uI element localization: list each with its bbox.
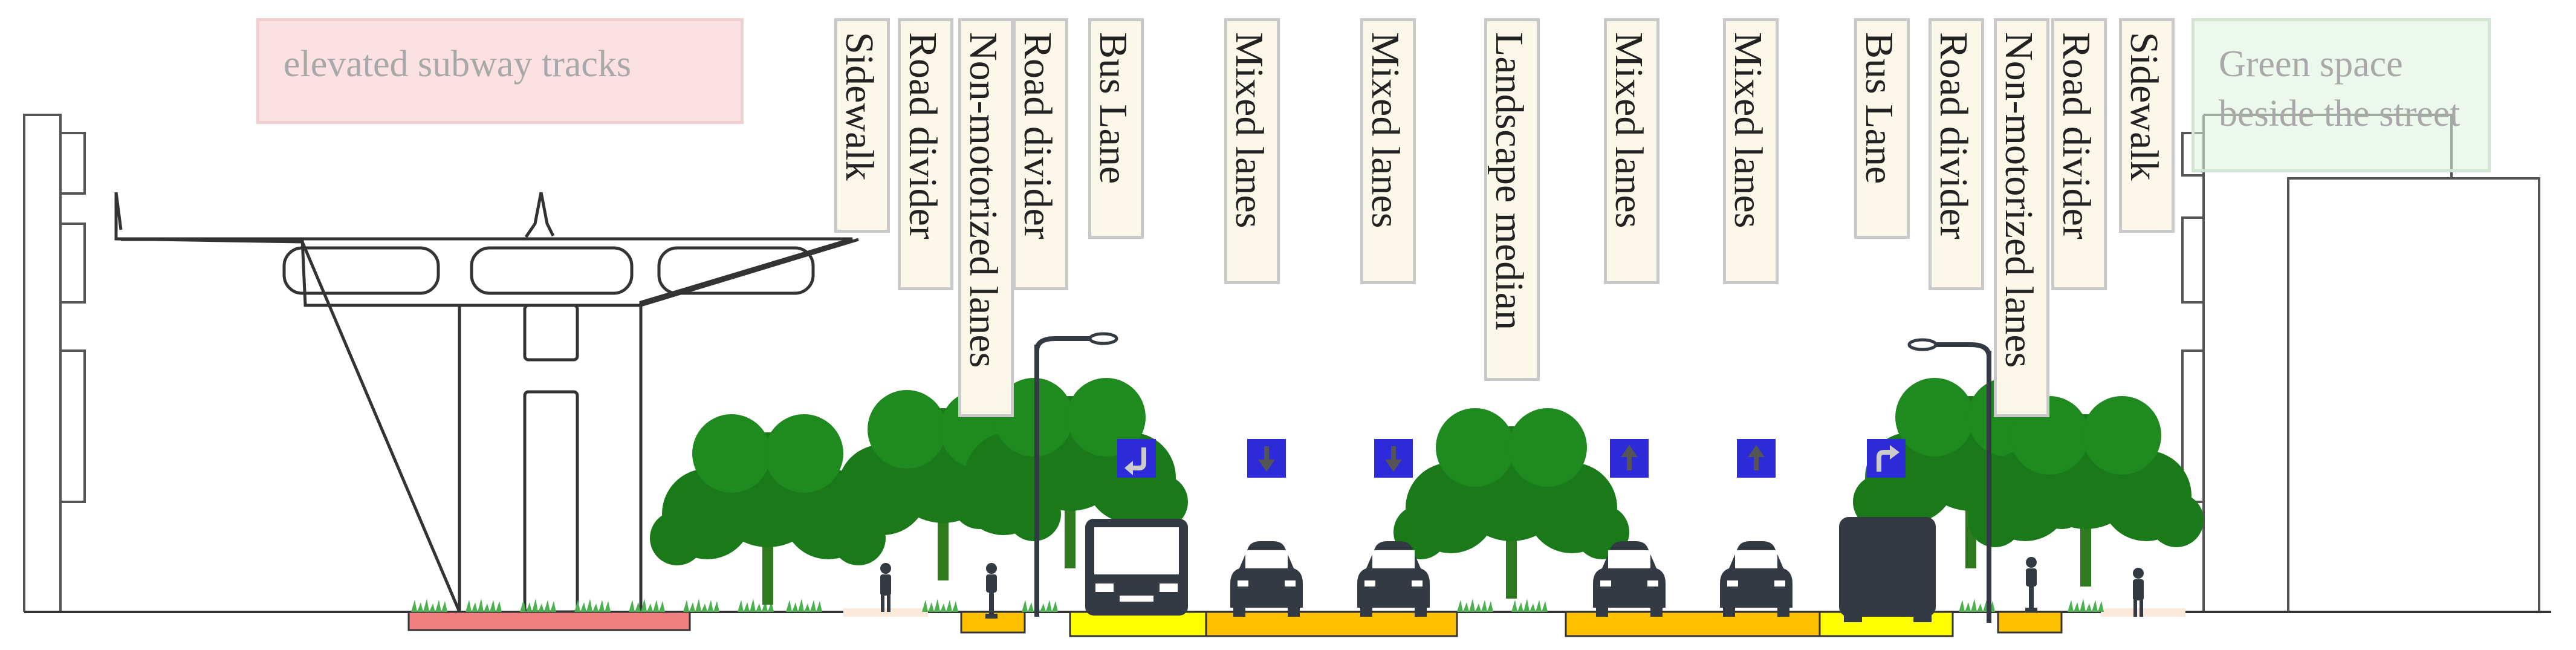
lane-label-road-divider-left-1: Road divider	[898, 18, 953, 290]
lane-label-road-divider-right-2: Road divider	[2051, 18, 2107, 290]
turn-right-icon	[1867, 439, 1906, 478]
left-building	[23, 114, 86, 612]
green-space-note: Green space beside the street	[2192, 18, 2491, 172]
pedestrian-icon	[880, 563, 891, 612]
turn-left-icon	[1117, 439, 1156, 478]
right-building	[2181, 114, 2540, 612]
car	[1230, 541, 1303, 617]
lane-label-road-divider-right-1: Road divider	[1929, 18, 1984, 290]
vehicles	[1085, 517, 1936, 622]
lane-label-mixed-lane-1: Mixed lanes	[1224, 18, 1280, 284]
lane-label-mixed-lane-4: Mixed lanes	[1723, 18, 1779, 284]
lane-label-bus-lane-right: Bus Lane	[1854, 18, 1910, 239]
lane-label-mixed-lane-3: Mixed lanes	[1604, 18, 1659, 284]
lane-label-non-motorized-right: Non-motorized lanes	[1994, 18, 2049, 417]
bus-right	[1839, 517, 1936, 622]
lane-label-road-divider-left-2: Road divider	[1013, 18, 1068, 290]
lane-label-non-motorized-left: Non-motorized lanes	[958, 18, 1014, 417]
lane-signs	[1117, 439, 1906, 478]
cyclist-icon	[985, 563, 998, 619]
arrow-up-icon	[1737, 439, 1776, 478]
car	[1720, 541, 1792, 617]
lane-label-sidewalk-left: Sidewalk	[834, 18, 890, 233]
cyclist-icon	[2025, 557, 2037, 613]
lane-label-bus-lane-left: Bus Lane	[1088, 18, 1144, 239]
arrow-down-icon	[1374, 439, 1413, 478]
arrow-down-icon	[1247, 439, 1286, 478]
lane-label-landscape-median: Landscape median	[1484, 18, 1540, 381]
lane-label-mixed-lane-2: Mixed lanes	[1360, 18, 1416, 284]
elevated-subway-structure	[114, 192, 859, 614]
bus-lane-strip-left	[1069, 611, 1207, 637]
subway-base-strip	[407, 611, 691, 631]
subway-note: elevated subway tracks	[256, 18, 744, 124]
arrow-up-icon	[1610, 439, 1649, 478]
bus-left	[1085, 519, 1188, 616]
lane-label-sidewalk-right: Sidewalk	[2119, 18, 2175, 233]
divider-strip-right	[1997, 611, 2063, 634]
tree	[1393, 408, 1629, 599]
sidewalk-strip-left	[843, 608, 928, 617]
